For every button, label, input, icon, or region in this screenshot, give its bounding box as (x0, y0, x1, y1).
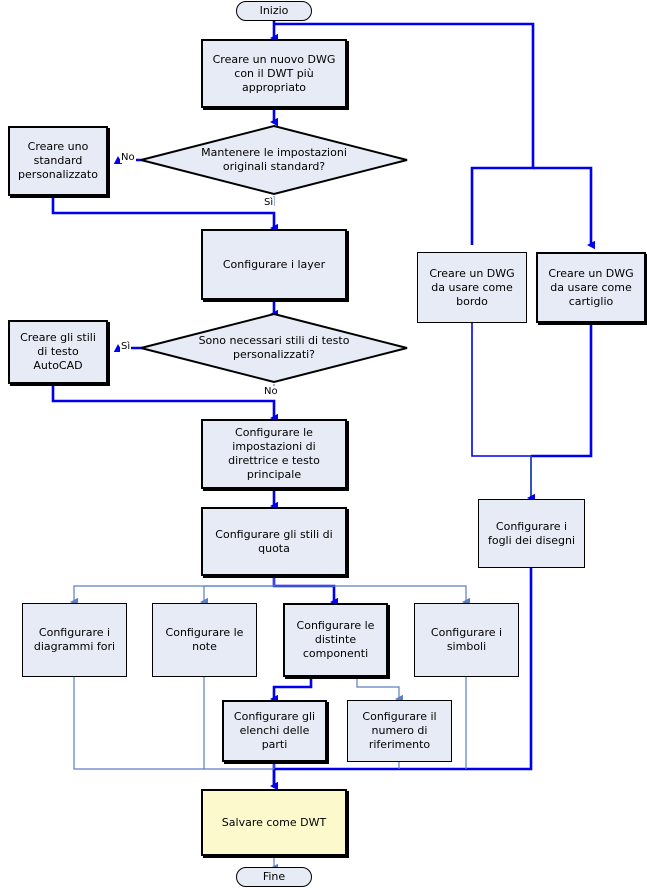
node-titleblock-dwg-label: Creare un DWG da usare come cartiglio (548, 266, 634, 308)
node-text-styles-question[interactable]: Sono necessari stili di testo personaliz… (139, 312, 409, 384)
node-notes-label: Configurare le note (165, 626, 244, 653)
node-layers[interactable]: Configurare i layer (201, 229, 347, 300)
edge-label-keep-standard-no: No (120, 152, 136, 163)
node-border-dwg[interactable]: Creare un DWG da usare come bordo (417, 252, 527, 323)
node-dimension-styles-label: Configurare gli stili di quota (215, 527, 333, 555)
node-symbols-label: Configurare i simboli (430, 626, 503, 653)
node-new-dwg[interactable]: Creare un nuovo DWG con il DWT più appro… (201, 39, 347, 108)
node-create-text-styles[interactable]: Creare gli stili di testo AutoCAD (8, 320, 108, 384)
node-dimension-styles[interactable]: Configurare gli stili di quota (201, 507, 347, 576)
node-border-dwg-label: Creare un DWG da usare come bordo (429, 266, 515, 308)
node-end[interactable]: Fine (236, 867, 312, 887)
node-save-dwt[interactable]: Salvare come DWT (201, 789, 347, 856)
node-custom-standard-label: Creare uno standard personalizzato (18, 140, 98, 181)
node-drawing-sheets[interactable]: Configurare i fogli dei disegni (478, 499, 585, 568)
node-bom[interactable]: Configurare le distinte componenti (283, 603, 388, 677)
edge-label-keep-standard-yes: Sì (263, 197, 275, 208)
node-keep-standard[interactable]: Mantenere le impostazioni originali stan… (139, 124, 409, 196)
decision-shape (140, 124, 408, 196)
node-notes[interactable]: Configurare le note (152, 603, 257, 677)
node-start[interactable]: Inizio (236, 1, 312, 21)
node-hole-charts[interactable]: Configurare i diagrammi fori (22, 603, 127, 677)
edge-label-text-styles-yes: Sì (120, 341, 132, 352)
node-leader-and-text-label: Configurare le impostazioni di direttric… (228, 426, 320, 481)
decision-shape (140, 312, 408, 384)
node-titleblock-dwg[interactable]: Creare un DWG da usare come cartiglio (536, 252, 646, 323)
node-save-dwt-label: Salvare come DWT (221, 815, 327, 829)
node-hole-charts-label: Configurare i diagrammi fori (33, 626, 116, 653)
node-leader-and-text[interactable]: Configurare le impostazioni di direttric… (201, 419, 347, 489)
node-custom-standard[interactable]: Creare uno standard personalizzato (8, 126, 108, 196)
node-create-text-styles-label: Creare gli stili di testo AutoCAD (20, 331, 96, 372)
node-symbols[interactable]: Configurare i simboli (414, 603, 519, 677)
node-layers-label: Configurare i layer (222, 257, 326, 271)
node-drawing-sheets-label: Configurare i fogli dei disegni (487, 519, 576, 547)
node-parts-lists-label: Configurare gli elenchi delle parti (233, 710, 316, 751)
node-parts-lists[interactable]: Configurare gli elenchi delle parti (222, 700, 327, 762)
node-end-label: Fine (262, 870, 286, 883)
edge-label-text-styles-no: No (263, 386, 279, 397)
node-start-label: Inizio (259, 4, 289, 17)
node-balloon-number-label: Configurare il numero di riferimento (362, 710, 437, 751)
node-bom-label: Configurare le distinte componenti (296, 619, 375, 660)
edge-group-secondary (70, 196, 470, 873)
node-new-dwg-label: Creare un nuovo DWG con il DWT più appro… (212, 52, 336, 94)
node-balloon-number[interactable]: Configurare il numero di riferimento (347, 700, 452, 762)
